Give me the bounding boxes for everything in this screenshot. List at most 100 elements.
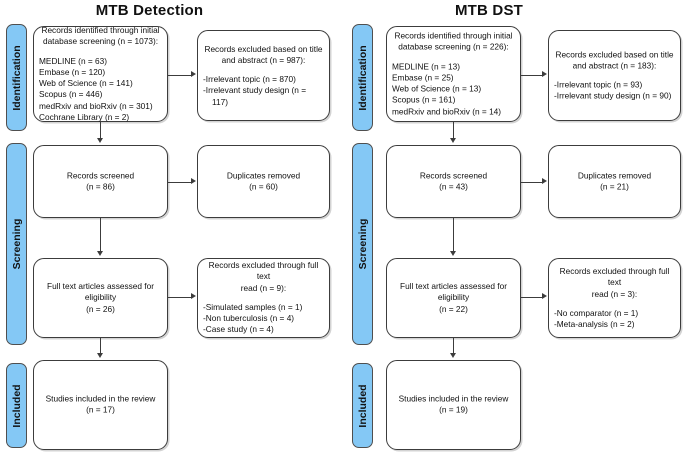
node-studies-included: Studies included in the review (n = 19)	[386, 360, 521, 450]
arrowhead-fulltext-to-excluded	[191, 292, 196, 299]
node-excluded-fulltext: Records excluded through full text read …	[197, 258, 330, 338]
node-duplicates-removed-body: Duplicates removed (n = 21)	[554, 170, 675, 193]
records-screened-count: (n = 86)	[86, 181, 115, 192]
connector-fulltext-to-included	[453, 338, 455, 354]
exclusion-reason-irrelevant-study-design: -Irrelevant study design (n = 117)	[203, 85, 307, 107]
duplicates-removed-line1: Duplicates removed	[577, 170, 652, 181]
spacer	[39, 47, 162, 55]
phase-strip-included: Included	[6, 363, 27, 448]
node-studies-included: Studies included in the review (n = 17)	[33, 360, 168, 450]
node-excluded-title-abstract: Records excluded based on title and abst…	[197, 30, 330, 121]
node-records-screened-body: Records screened (n = 43)	[392, 170, 515, 193]
node-duplicates-removed: Duplicates removed (n = 21)	[548, 145, 681, 218]
excluded-fulltext-line1: Records excluded through full text	[208, 260, 319, 282]
node-records-identified: Records identified through initial datab…	[33, 25, 168, 123]
source-web-of-science: Web of Science (n = 13)	[392, 83, 482, 94]
arrowhead-screened-to-fulltext	[450, 251, 456, 256]
node-duplicates-removed: Duplicates removed (n = 60)	[197, 145, 330, 218]
records-identified-line2: database screening (n = 226):	[398, 41, 509, 52]
panel-title-mtb-detection: MTB Detection	[95, 2, 204, 19]
node-fulltext-assessed-body: Full text articles assessed for eligibil…	[39, 281, 162, 315]
records-identified-line1: Records identified through initial	[394, 30, 513, 41]
connector-identified-to-excluded	[521, 75, 543, 77]
source-medrxiv-biorxiv: medRxiv and bioRxiv (n = 14)	[392, 106, 502, 117]
duplicates-removed-count: (n = 21)	[600, 181, 629, 192]
source-medrxiv-biorxiv: medRxiv and bioRxiv (n = 301)	[39, 100, 153, 111]
exclusion-reason-irrelevant-study-design: -Irrelevant study design (n = 90)	[554, 90, 672, 101]
arrowhead-identified-to-excluded	[542, 70, 547, 77]
source-embase: Embase (n = 120)	[39, 66, 106, 77]
records-screened-line1: Records screened	[66, 170, 135, 181]
excluded-title-abstract-line1: Records excluded based on title	[204, 43, 323, 54]
node-excluded-fulltext: Records excluded through full text read …	[548, 258, 681, 338]
node-fulltext-assessed: Full text articles assessed for eligibil…	[33, 258, 168, 338]
fulltext-assessed-line2: eligibility	[84, 292, 117, 303]
arrowhead-fulltext-to-excluded	[542, 292, 547, 299]
phase-strip-included: Included	[352, 363, 373, 448]
panel-title-mtb-dst: MTB DST	[454, 2, 524, 19]
excluded-fulltext-line2: read (n = 3):	[591, 288, 638, 299]
spacer	[203, 66, 324, 74]
node-excluded-title-abstract-body: Records excluded based on title and abst…	[203, 43, 324, 107]
panel-mtb-detection: MTB Detection Identification Screening I…	[6, 2, 330, 450]
studies-included-line1: Studies included in the review	[45, 393, 156, 404]
node-records-identified-body: Records identified through initial datab…	[39, 25, 162, 123]
phase-label-identification: Identification	[10, 44, 23, 111]
fulltext-exclusion-reason-3: -Case study (n = 4)	[203, 324, 274, 335]
fulltext-assessed-count: (n = 22)	[439, 303, 468, 314]
records-identified-line2: database screening (n = 1073):	[42, 36, 159, 47]
excluded-title-abstract-line1: Records excluded based on title	[555, 48, 674, 59]
exclusion-reason-irrelevant-topic: -Irrelevant topic (n = 870)	[203, 73, 296, 84]
phase-strip-screening: Screening	[352, 143, 373, 345]
records-screened-count: (n = 43)	[439, 181, 468, 192]
fulltext-assessed-line1: Full text articles assessed for	[47, 281, 154, 292]
phase-label-screening: Screening	[356, 218, 369, 270]
node-records-screened: Records screened (n = 86)	[33, 145, 168, 218]
node-duplicates-removed-body: Duplicates removed (n = 60)	[203, 170, 324, 193]
source-medline: MEDLINE (n = 13)	[392, 61, 461, 72]
records-screened-line1: Records screened	[419, 170, 488, 181]
node-excluded-title-abstract: Records excluded based on title and abst…	[548, 30, 681, 121]
connector-screened-to-duplicates	[521, 182, 543, 184]
source-embase: Embase (n = 25)	[392, 72, 454, 83]
connector-fulltext-to-excluded	[168, 297, 192, 299]
phase-label-screening: Screening	[10, 218, 23, 270]
fulltext-exclusion-reason-1: -No comparator (n = 1)	[554, 307, 639, 318]
duplicates-removed-count: (n = 60)	[249, 181, 278, 192]
spacer	[203, 294, 324, 302]
duplicates-removed-line1: Duplicates removed	[226, 170, 301, 181]
fulltext-exclusion-reason-1: -Simulated samples (n = 1)	[203, 302, 303, 312]
arrowhead-screened-to-fulltext	[97, 251, 103, 256]
exclusion-reason-irrelevant-topic: -Irrelevant topic (n = 93)	[554, 79, 643, 90]
panel-mtb-dst: MTB DST Identification Screening Include…	[343, 0, 685, 452]
phase-strip-identification: Identification	[352, 24, 373, 131]
arrowhead-identified-to-screened	[450, 138, 456, 143]
phase-strip-identification: Identification	[6, 24, 27, 131]
node-fulltext-assessed-body: Full text articles assessed for eligibil…	[392, 281, 515, 315]
studies-included-line1: Studies included in the review	[398, 393, 509, 404]
fulltext-exclusion-reason-2: -Non tuberculosis (n = 4)	[203, 313, 295, 324]
spacer	[554, 300, 675, 308]
spacer	[392, 53, 515, 61]
arrowhead-screened-to-duplicates	[542, 177, 547, 184]
records-identified-line1: Records identified through initial	[41, 24, 160, 35]
phase-label-included: Included	[356, 383, 369, 428]
connector-screened-to-fulltext	[453, 218, 455, 252]
excluded-fulltext-line2: read (n = 9):	[240, 282, 287, 293]
fulltext-exclusion-reason-2: -Meta-analysis (n = 2)	[554, 318, 635, 329]
node-excluded-fulltext-body: Records excluded through full text read …	[554, 266, 675, 330]
source-scopus: Scopus (n = 161)	[392, 94, 456, 105]
source-cochrane-library: Cochrane Library (n = 2)	[39, 111, 130, 122]
phase-label-included: Included	[10, 383, 23, 428]
connector-identified-to-screened	[100, 122, 102, 139]
source-scopus: Scopus (n = 446)	[39, 89, 103, 100]
arrowhead-screened-to-duplicates	[191, 177, 196, 184]
arrowhead-fulltext-to-included	[97, 353, 103, 358]
connector-fulltext-to-included	[100, 338, 102, 354]
studies-included-count: (n = 17)	[86, 405, 115, 415]
phase-strip-screening: Screening	[6, 143, 27, 345]
connector-fulltext-to-excluded	[521, 297, 543, 299]
excluded-title-abstract-line2: and abstract (n = 183):	[572, 60, 657, 71]
node-records-screened-body: Records screened (n = 86)	[39, 170, 162, 193]
node-studies-included-body: Studies included in the review (n = 17)	[39, 394, 162, 417]
